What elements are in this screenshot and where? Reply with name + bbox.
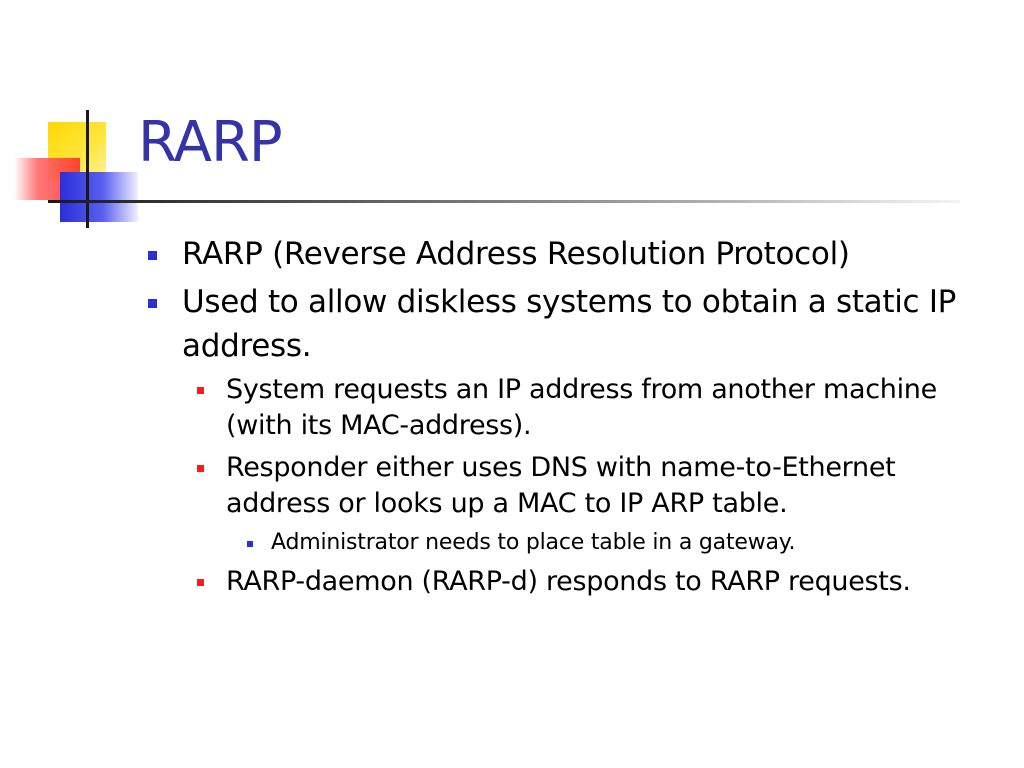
- horizontal-divider-line: [48, 200, 960, 203]
- square-bullet-icon: [148, 299, 157, 308]
- square-bullet-icon: [247, 541, 253, 547]
- bullet-item-level2: Responder either uses DNS with name-to-E…: [140, 450, 1000, 522]
- bullet-text: Responder either uses DNS with name-to-E…: [226, 452, 896, 519]
- square-bullet-icon: [148, 251, 157, 260]
- bullet-item-level1: Used to allow diskless systems to obtain…: [140, 280, 1000, 368]
- bullet-text: Used to allow diskless systems to obtain…: [182, 284, 957, 364]
- bullet-list: RARP (Reverse Address Resolution Protoco…: [140, 232, 1000, 606]
- blue-square-decoration: [60, 172, 138, 222]
- vertical-divider-line: [86, 110, 89, 228]
- bullet-item-level3: Administrator needs to place table in a …: [140, 528, 1000, 558]
- square-bullet-icon: [197, 387, 204, 394]
- square-bullet-icon: [197, 465, 204, 472]
- bullet-item-level1: RARP (Reverse Address Resolution Protoco…: [140, 232, 1000, 276]
- square-bullet-icon: [197, 579, 204, 586]
- bullet-item-level2: RARP-daemon (RARP-d) responds to RARP re…: [140, 564, 1000, 600]
- bullet-text: System requests an IP address from anoth…: [226, 374, 937, 441]
- bullet-text: Administrator needs to place table in a …: [271, 530, 796, 555]
- bullet-item-level2: System requests an IP address from anoth…: [140, 372, 1000, 444]
- slide-title: RARP: [138, 110, 283, 175]
- bullet-text: RARP-daemon (RARP-d) responds to RARP re…: [226, 566, 911, 597]
- bullet-text: RARP (Reverse Address Resolution Protoco…: [182, 236, 850, 272]
